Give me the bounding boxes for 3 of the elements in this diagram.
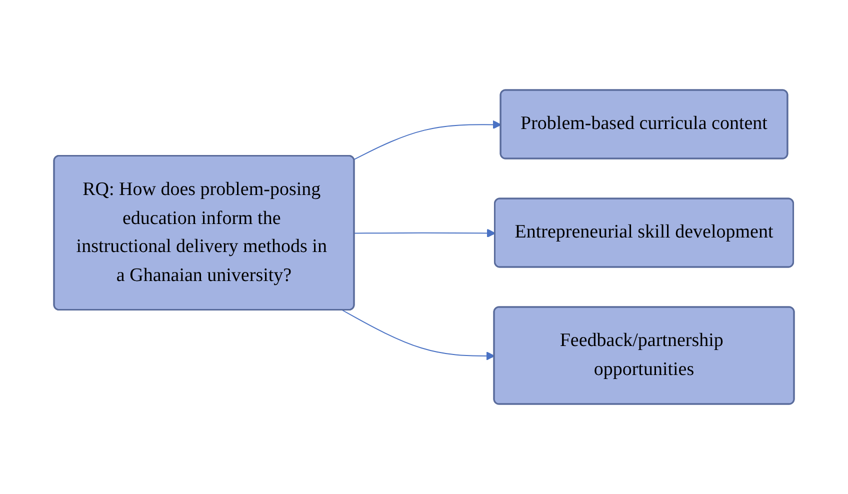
arrow [354, 228, 496, 238]
arrow [342, 310, 495, 360]
arrow [354, 120, 502, 160]
